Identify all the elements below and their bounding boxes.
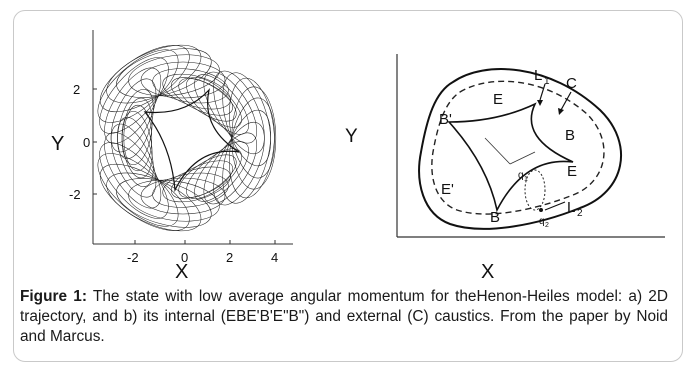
internal-caustic-curve (447, 102, 574, 213)
trajectory-loop (203, 71, 257, 144)
label-B-bottom: B (490, 209, 500, 226)
trajectory-loop (178, 154, 237, 198)
panel-a-y-tick-label: 2 (73, 82, 80, 97)
label-E-prime: E' (441, 181, 454, 198)
label-B-prime: B' (439, 111, 452, 128)
trajectory-inner-caustic (143, 87, 240, 193)
trajectory-loop (222, 72, 271, 167)
trajectory-loop (128, 179, 220, 222)
arrow-L1-head (537, 100, 543, 106)
trajectory-loop (104, 132, 162, 209)
label-q1: q (518, 170, 524, 181)
label-L2-subscript: 2 (577, 208, 583, 219)
trajectory-loop (213, 70, 265, 155)
q2-point-marker (539, 208, 543, 212)
panel-a-x-tick-label: 4 (271, 250, 278, 265)
panel-a-x-axis-label: X (175, 261, 188, 278)
label-q2: q (539, 216, 545, 227)
label-L2: L (567, 199, 575, 216)
trajectory-loop (104, 67, 162, 144)
panel-a-y-tick-label: 0 (83, 135, 90, 150)
figure-frame (13, 10, 683, 362)
arrow-C-head (558, 108, 564, 115)
trajectory-loop (97, 49, 179, 123)
trajectory-loop (97, 153, 179, 227)
panel-a-svg: 2 0 -2 Y -2 0 2 4 X (51, 30, 293, 278)
trajectory-curves (97, 44, 277, 232)
trajectory-loop (229, 97, 275, 199)
dashed-contour-curve (431, 80, 605, 215)
trajectory-loop (140, 177, 226, 215)
panel-a-y-tick-label: -2 (69, 187, 81, 202)
label-E-top: E (493, 91, 503, 108)
caption-text: The state with low average angular momen… (20, 288, 668, 345)
trajectory-loop (194, 74, 249, 135)
arrow-C (560, 91, 572, 111)
panel-b-y-axis-label: Y (345, 126, 358, 147)
trajectory-loop (178, 78, 237, 122)
label-q2-subscript: 2 (545, 222, 549, 229)
figure-caption: Figure 1: The state with low average ang… (20, 287, 668, 347)
dotted-loop-curve (524, 169, 546, 211)
panel-a-x-tick-label: 2 (226, 250, 233, 265)
internal-segment (484, 137, 511, 165)
trajectory-loop (128, 54, 220, 97)
label-E-right: E (567, 163, 577, 180)
label-C: C (566, 75, 577, 92)
trajectory-loop (162, 166, 231, 203)
trajectory-loop (121, 97, 153, 165)
trajectory-loop (110, 123, 157, 198)
trajectory-loop (222, 109, 271, 204)
trajectory-loop (229, 77, 275, 179)
panel-b-svg: Y X E L 1 C B' B E' E q 1 B L 2 q 2 (345, 54, 665, 283)
trajectory-loop (99, 57, 169, 134)
trajectory-loop (123, 104, 153, 172)
trajectory-loop (171, 160, 233, 199)
trajectory-loop (117, 89, 154, 159)
trajectory-loop (106, 172, 202, 232)
label-L1: L (534, 67, 542, 84)
trajectory-loop (231, 86, 277, 190)
label-q1-subscript: 1 (524, 176, 528, 183)
trajectory-loop (186, 148, 242, 199)
trajectory-loop (99, 163, 190, 231)
trajectory-loop (116, 178, 212, 228)
trajectory-loop (99, 142, 169, 219)
caption-label: Figure 1: (20, 288, 87, 305)
panel-b-caustics-plot: Y X E L 1 C B' B E' E q 1 B L 2 q 2 (335, 52, 670, 287)
trajectory-loop (140, 61, 226, 99)
internal-segment (509, 151, 536, 165)
trajectory-loop (99, 45, 190, 113)
external-caustic-curve (418, 68, 622, 230)
label-B-right: B (565, 127, 575, 144)
panel-a-x-tick-label: -2 (127, 250, 139, 265)
trajectory-loop (152, 172, 229, 208)
trajectory-loop (186, 77, 242, 128)
arrow-L1 (539, 83, 546, 101)
panel-a-x-tick-label: 0 (181, 250, 188, 265)
trajectory-loop (194, 141, 249, 202)
panel-a-trajectory-plot: 2 0 -2 Y -2 0 2 4 X (25, 20, 315, 278)
label-L1-subscript: 1 (544, 76, 550, 87)
arrow-L2 (544, 201, 566, 211)
trajectory-loop (121, 111, 153, 179)
trajectory-loop (110, 78, 157, 153)
panel-b-x-axis-label: X (481, 261, 494, 283)
panel-a-y-axis-label: Y (51, 133, 64, 155)
trajectory-loop (203, 132, 257, 205)
